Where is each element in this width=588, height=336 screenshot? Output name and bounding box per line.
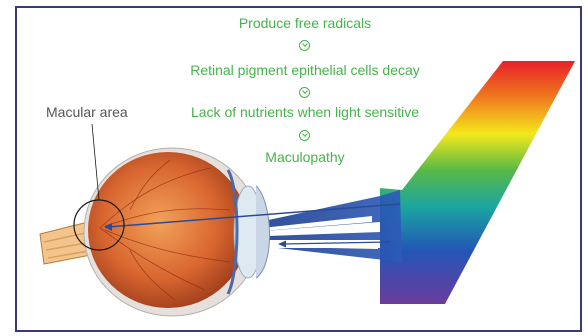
light-beam	[250, 190, 402, 262]
step-rpe-cells-decay: Retinal pigment epithelial cells decay	[150, 62, 460, 78]
step-lack-of-nutrients: Lack of nutrients when light sensitive	[150, 104, 460, 120]
step-maculopathy: Maculopathy	[150, 149, 460, 165]
chevron-down-circle-icon	[299, 40, 310, 51]
chevron-down-circle-icon	[299, 87, 310, 98]
macular-area-label: Macular area	[46, 104, 128, 120]
light-spectrum	[380, 61, 575, 304]
chevron-down-circle-icon	[299, 130, 310, 141]
step-produce-free-radicals: Produce free radicals	[150, 15, 460, 31]
macula-leader	[92, 124, 99, 200]
